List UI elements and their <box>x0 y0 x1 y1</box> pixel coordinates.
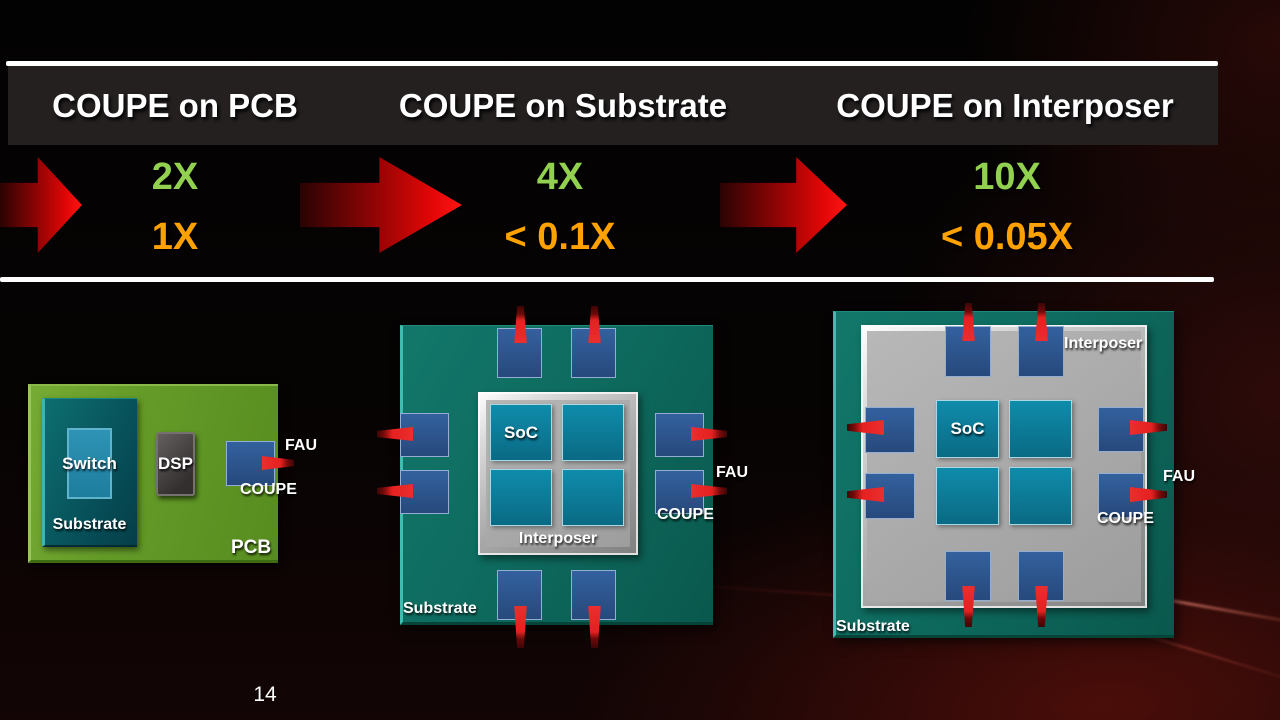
fau-label: FAU <box>285 437 317 454</box>
fau-connector-icon <box>962 586 975 627</box>
chiplet <box>562 469 624 526</box>
fau-connector-icon <box>1130 487 1167 502</box>
coupe-label: COUPE <box>1097 510 1154 527</box>
gain-value-substrate: 4X <box>536 156 584 198</box>
coupe-chip <box>571 570 616 620</box>
soc-chip: SoC <box>936 400 999 458</box>
interposer-frame <box>861 325 1147 608</box>
chiplet <box>1009 400 1072 458</box>
chiplet <box>490 469 552 526</box>
coupe-label: COUPE <box>657 506 714 523</box>
top-divider-line <box>6 61 1218 66</box>
fau-connector-icon <box>262 456 294 470</box>
fau-connector-icon <box>962 303 975 341</box>
substrate-label: Substrate <box>836 618 910 635</box>
coupe-label: COUPE <box>240 481 297 498</box>
header-bar <box>8 66 1218 145</box>
interposer-label: Interposer <box>1064 335 1143 352</box>
column-title-pcb: COUPE on PCB <box>52 87 298 124</box>
fau-connector-icon <box>691 427 727 441</box>
interposer-surface <box>867 331 1141 602</box>
column-title-substrate: COUPE on Substrate <box>398 87 728 124</box>
fau-label: FAU <box>716 464 748 481</box>
fau-connector-icon <box>691 484 727 498</box>
soc-label: SoC <box>950 419 985 438</box>
bottom-divider-line <box>0 277 1214 282</box>
chiplet <box>562 404 624 461</box>
fau-connector-icon <box>377 427 413 441</box>
dsp-label: DSP <box>158 454 193 473</box>
fau-connector-icon <box>514 606 527 648</box>
soc-label: SoC <box>504 422 538 442</box>
column-title-interposer: COUPE on Interposer <box>836 87 1174 124</box>
fau-connector-icon <box>377 484 413 498</box>
fau-connector-icon <box>1035 303 1048 341</box>
fau-connector-icon <box>1130 420 1167 435</box>
interposer-label: Interposer <box>518 530 598 547</box>
page-number: 14 <box>253 683 277 706</box>
fau-connector-icon <box>514 306 527 343</box>
fau-connector-icon <box>588 306 601 343</box>
switch-label: Switch <box>62 453 117 473</box>
flow-arrow-icon <box>720 157 847 253</box>
substrate-label: Substrate <box>403 600 477 617</box>
chiplet <box>936 467 999 525</box>
cost-value-interposer: < 0.05X <box>940 216 1074 258</box>
fau-label: FAU <box>1163 468 1195 485</box>
cost-value-substrate: < 0.1X <box>504 216 616 258</box>
cost-value-pcb: 1X <box>151 216 199 258</box>
pcb-label: PCB <box>231 537 272 558</box>
substrate-label: Substrate <box>52 516 127 533</box>
soc-chip: SoC <box>490 404 552 461</box>
fau-connector-icon <box>847 487 884 502</box>
fau-connector-icon <box>588 606 601 648</box>
fau-connector-icon <box>847 420 884 435</box>
gain-value-pcb: 2X <box>151 156 199 198</box>
flow-arrow-icon <box>0 157 82 253</box>
gain-value-interposer: 10X <box>973 156 1041 198</box>
dsp-chip: DSP <box>156 432 195 496</box>
chiplet <box>1009 467 1072 525</box>
switch-chip: Switch <box>62 428 117 499</box>
flow-arrow-icon <box>300 157 462 253</box>
